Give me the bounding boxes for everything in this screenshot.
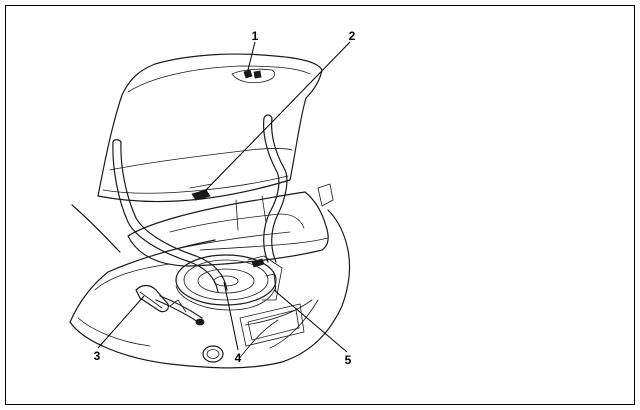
car-body — [69, 204, 351, 369]
side-jack — [247, 255, 283, 301]
trunk-opening — [127, 191, 329, 267]
callout-5: 5 — [345, 353, 352, 367]
callout-4: 4 — [235, 351, 242, 365]
callout-3: 3 — [94, 349, 101, 363]
leader-lines — [97, 41, 351, 353]
trunk-hinge-arms — [112, 114, 288, 293]
trunk-lid — [97, 53, 323, 203]
callout-2: 2 — [349, 29, 356, 43]
jack-tools — [135, 284, 205, 326]
callout-1: 1 — [252, 29, 259, 43]
lid-clip — [189, 183, 213, 201]
rear-lamp — [202, 183, 334, 363]
